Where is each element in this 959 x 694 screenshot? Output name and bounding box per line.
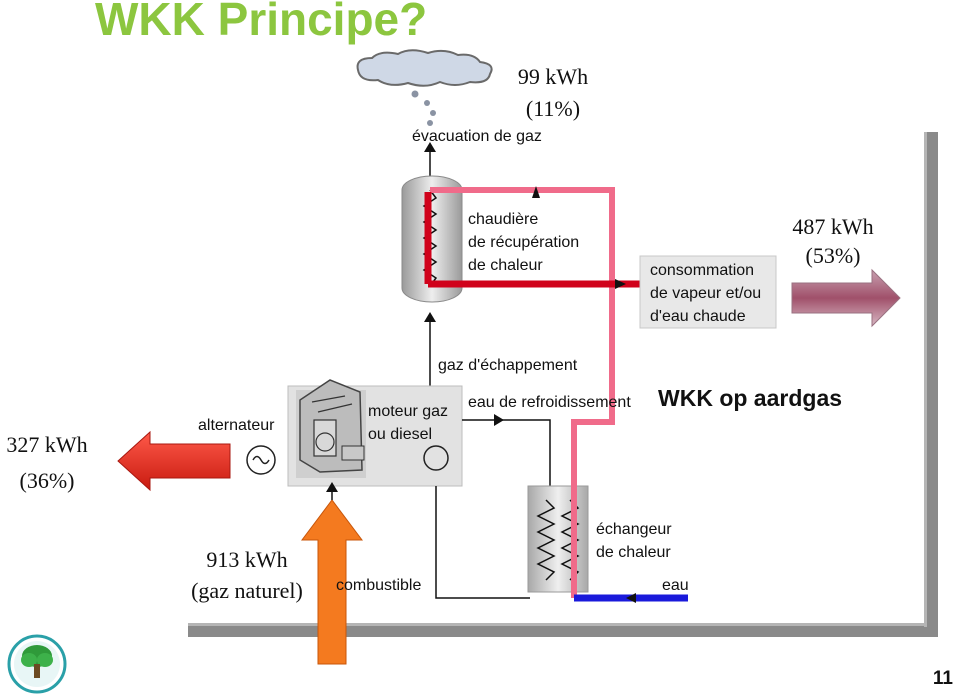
heat-exchanger-label-line: échangeur bbox=[596, 521, 672, 538]
consumption-label-line: d'eau chaude bbox=[650, 308, 746, 325]
fuel-input-arrow bbox=[301, 499, 363, 665]
engine-label-line: moteur gaz bbox=[368, 403, 449, 420]
fuel-input-share: (gaz naturel) bbox=[191, 578, 303, 603]
tree-logo-icon bbox=[7, 634, 67, 694]
recovery-boiler bbox=[401, 175, 463, 303]
electricity-output-arrow bbox=[117, 430, 231, 492]
alternator-label: alternateur bbox=[198, 417, 275, 434]
cooling-water-label: eau de refroidissement bbox=[468, 394, 631, 411]
alternator-icon bbox=[246, 445, 276, 475]
slide-title: WKK Principe? bbox=[95, 0, 428, 45]
consumption-label-line: de vapeur et/ou bbox=[650, 285, 762, 302]
engine-label: moteur gaz ou diesel bbox=[368, 400, 448, 446]
electricity-share: (36%) bbox=[19, 468, 75, 493]
heat-exchanger-label: échangeur de chaleur bbox=[596, 518, 672, 564]
boiler-label: chaudière de récupération de chaleur bbox=[468, 208, 579, 277]
consumption-label-line: consommation bbox=[650, 262, 755, 279]
engine-label-line: ou diesel bbox=[368, 426, 433, 443]
cloud-icon bbox=[356, 49, 493, 126]
boiler-label-line: de chaleur bbox=[468, 257, 543, 274]
consumption-box bbox=[639, 255, 777, 329]
heat-circuit bbox=[424, 192, 642, 289]
consumption-label: consommation de vapeur et/ou d'eau chaud… bbox=[650, 259, 761, 328]
cooling-circuit-lines bbox=[435, 419, 551, 599]
boiler-label-line: de récupération bbox=[468, 234, 580, 251]
fuel-label: combustible bbox=[336, 577, 422, 594]
engine-block bbox=[287, 379, 463, 487]
useful-heat-value: 487 kWh bbox=[792, 214, 874, 239]
slide-subtitle: WKK op aardgas bbox=[658, 385, 843, 411]
exhaust-loss-share: (11%) bbox=[525, 96, 581, 121]
diagram-frame bbox=[188, 132, 938, 637]
exhaust-label: évacuation de gaz bbox=[412, 128, 542, 145]
boiler-label-line: chaudière bbox=[468, 211, 539, 228]
heat-output-arrow bbox=[791, 268, 901, 328]
exhaust-gas-label: gaz d'échappement bbox=[438, 357, 578, 374]
fuel-input-value: 913 kWh bbox=[206, 547, 288, 572]
water-inlet-line bbox=[574, 593, 688, 603]
water-label: eau bbox=[662, 577, 689, 594]
exhaust-loss-value: 99 kWh bbox=[517, 64, 589, 89]
page-number: 11 bbox=[932, 668, 953, 689]
useful-heat-share: (53%) bbox=[805, 243, 861, 268]
heat-exchanger-label-line: de chaleur bbox=[596, 544, 671, 561]
electricity-value: 327 kWh bbox=[6, 432, 88, 457]
heat-exchanger bbox=[527, 485, 589, 593]
